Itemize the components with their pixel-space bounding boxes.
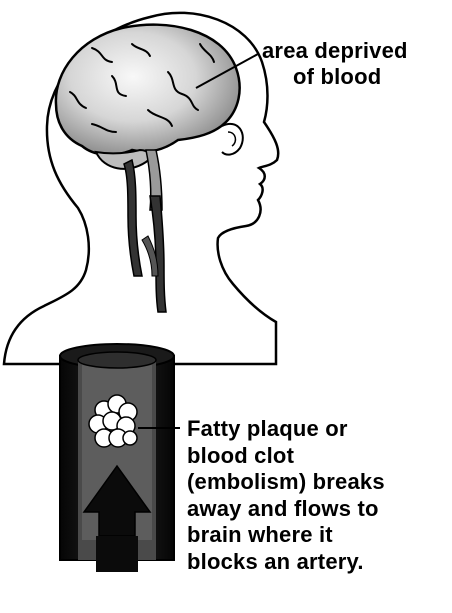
label-area-line-2: of blood	[293, 64, 447, 90]
label-plaque: Fatty plaque or blood clot (embolism) br…	[187, 416, 449, 575]
label-plaque-line-6: blocks an artery.	[187, 549, 449, 576]
label-plaque-line-4: away and flows to	[187, 496, 449, 523]
label-area-line-1: area deprived	[262, 38, 447, 64]
flow-arrow-tail	[96, 536, 138, 572]
label-plaque-line-1: Fatty plaque or	[187, 416, 449, 443]
label-plaque-line-2: blood clot	[187, 443, 449, 470]
label-plaque-line-5: brain where it	[187, 522, 449, 549]
label-area-deprived: area deprived of blood	[262, 38, 447, 90]
label-plaque-line-3: (embolism) breaks	[187, 469, 449, 496]
